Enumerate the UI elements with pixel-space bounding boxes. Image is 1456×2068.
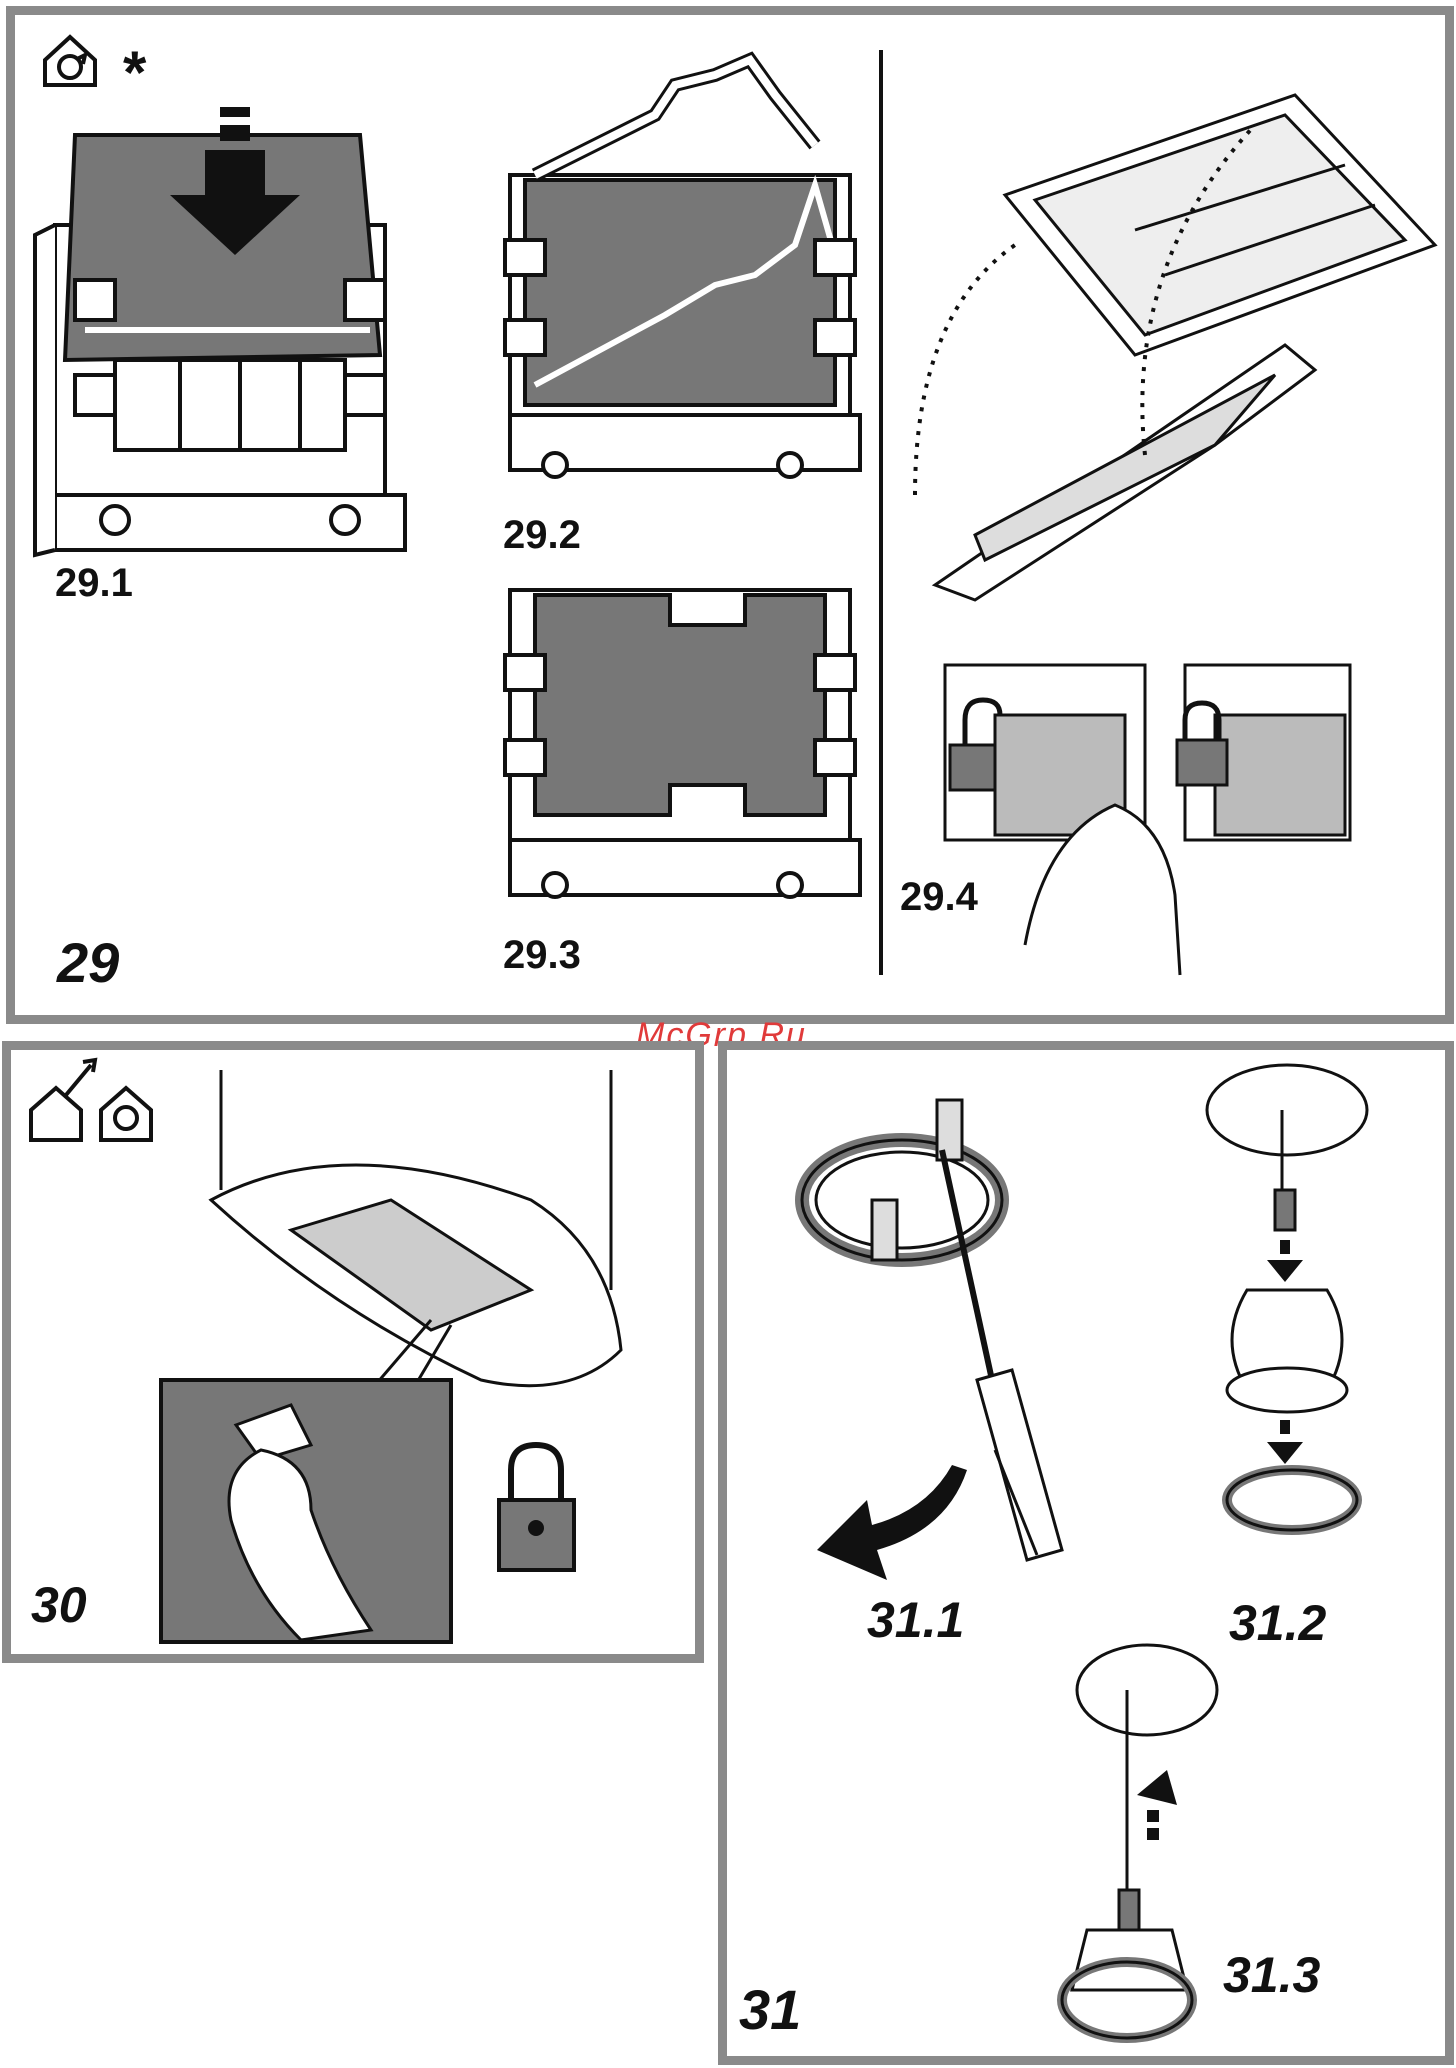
asterisk-mark: * [123,43,146,103]
step-label-29-1: 29.1 [55,563,133,603]
hood-underside-29-4 [915,95,1435,975]
filter-box-29-3 [505,590,860,897]
step-label-31-1: 31.1 [867,1595,964,1645]
curved-arrow-icon [817,1465,967,1580]
step-label-29-4: 29.4 [900,877,978,917]
step-label-29-2: 29.2 [503,515,581,555]
figure-number-31: 31 [739,1982,801,2038]
light-ring-31-1 [802,1100,1002,1260]
step-label-29-3: 29.3 [503,935,581,975]
figure-number-29: 29 [57,935,119,991]
figure-number-30: 30 [31,1580,87,1630]
figure-29-illustration [15,15,1445,1015]
step-label-31-3: 31.3 [1223,1950,1320,2000]
padlock-closed-icon [499,1445,574,1570]
recirculation-house-icon [45,37,95,85]
step-label-31-2: 31.2 [1229,1598,1326,1648]
ducted-house-icon [31,1060,95,1140]
recirculation-house-icon [101,1088,151,1140]
figure-31-panel: 31.1 31.2 31.3 31 [718,1041,1454,2065]
up-arrow-icon [1137,1770,1177,1840]
filter-box-29-2 [505,60,860,477]
figure-30-illustration [11,1050,695,1654]
figure-29-panel: * 29.1 29.2 29.3 29.4 29 [6,6,1454,1024]
figure-30-panel: 30 [2,1041,704,1663]
figure-31-illustration [727,1050,1445,2056]
bulb-assembly-31-3 [1062,1645,1217,2038]
